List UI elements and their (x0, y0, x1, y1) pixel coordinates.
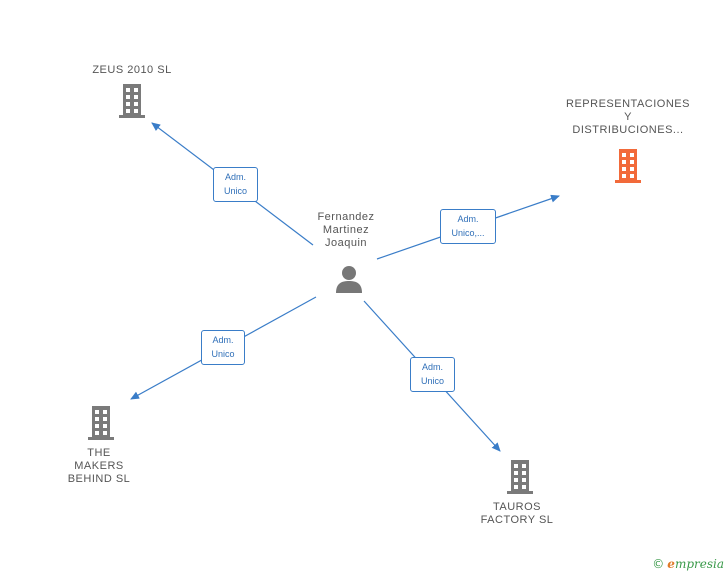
edge-role-detail: Unico (223, 186, 247, 196)
edge-role: Adm. (224, 172, 246, 182)
person-icon[interactable] (334, 264, 364, 294)
building-icon[interactable] (117, 84, 147, 118)
edge-role-detail: Unico (211, 349, 235, 359)
edge-role-detail: Unico,... (451, 228, 485, 238)
brand-e: e (667, 557, 675, 571)
edge-role-detail: Unico (420, 376, 444, 386)
edge-role: Adm. (457, 214, 479, 224)
edge-label-zeus[interactable]: Adm. Unico (213, 167, 258, 202)
brand-name: mpresia (674, 557, 724, 571)
edge-label-makers[interactable]: Adm. Unico (201, 330, 245, 365)
person-name[interactable]: Fernandez Martinez Joaquin (317, 211, 375, 249)
company-name-tauros[interactable]: TAUROS FACTORY SL (480, 501, 554, 526)
copyright-icon: © (652, 557, 665, 571)
edge-label-tauros[interactable]: Adm. Unico (410, 357, 455, 392)
building-icon[interactable] (505, 460, 535, 494)
empresia-logo: ©empresia (652, 557, 724, 571)
company-name-zeus[interactable]: ZEUS 2010 SL (92, 64, 172, 76)
company-name-representaciones[interactable]: REPRESENTACIONES Y DISTRIBUCIONES... (566, 98, 690, 136)
company-name-makers[interactable]: THE MAKERS BEHIND SL (67, 447, 131, 485)
building-icon[interactable] (86, 406, 116, 440)
edge-role: Adm. (212, 335, 234, 345)
building-icon[interactable] (613, 149, 643, 183)
edge-label-representaciones[interactable]: Adm. Unico,... (440, 209, 496, 244)
edge-role: Adm. (421, 362, 443, 372)
